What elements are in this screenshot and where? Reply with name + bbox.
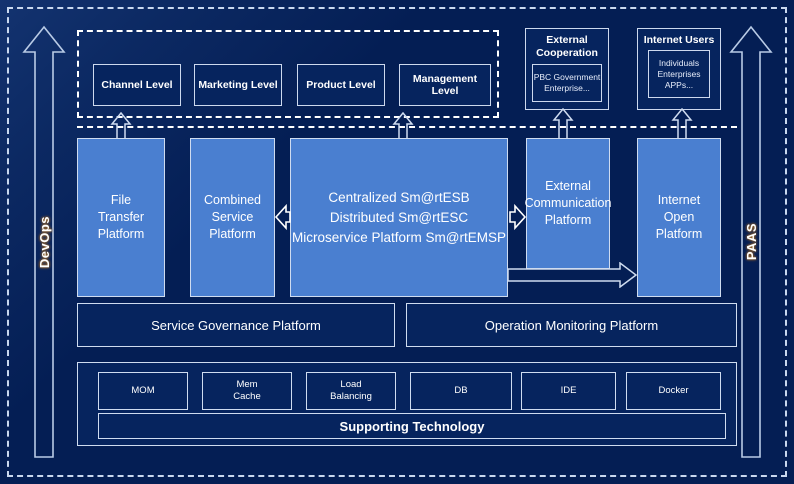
actor-title-line: External [546, 34, 588, 46]
platform-integration-esb[interactable]: Centralized Sm@rtESB Distributed Sm@rtES… [290, 138, 508, 297]
actor-detail-line: Enterprise... [544, 83, 590, 93]
platform-label-line: Platform [209, 227, 256, 241]
governance-label: Operation Monitoring Platform [484, 317, 659, 333]
platform-label-line: External [545, 179, 591, 193]
platform-label-line: Transfer [97, 210, 145, 224]
connector-arrow-up-channel [110, 112, 132, 140]
tech-label-line: Cache [233, 391, 261, 402]
tech-box-docker[interactable]: Docker [626, 372, 721, 410]
level-box-marketing[interactable]: Marketing Level [194, 64, 282, 106]
level-label: Channel Level [101, 79, 173, 91]
connector-arrow-long-right-internet-open [508, 262, 638, 288]
actor-internet-users-detail: Individuals Enterprises APPs... [648, 50, 710, 98]
tech-box-mem-cache[interactable]: Mem Cache [202, 372, 292, 410]
tech-label-line: Balancing [330, 391, 372, 402]
tech-label-line: IDE [560, 385, 577, 396]
actor-title-line: Internet Users [643, 34, 715, 46]
actor-external-cooperation-detail: PBC Government Enterprise... [532, 64, 602, 102]
actor-detail-line: PBC Government [533, 72, 601, 82]
platform-label-line: Platform [97, 227, 145, 241]
level-label: Management Level [412, 73, 478, 97]
level-box-product[interactable]: Product Level [297, 64, 385, 106]
platform-file-transfer[interactable]: File Transfer Platform [77, 138, 165, 297]
tech-label-line: Mem [236, 379, 258, 390]
platform-label-line: Combined [204, 193, 261, 207]
actor-detail-line: APPs... [664, 79, 694, 90]
tech-box-load-balancing[interactable]: Load Balancing [306, 372, 396, 410]
governance-label: Service Governance Platform [151, 317, 321, 333]
platform-internet-open[interactable]: Internet Open Platform [637, 138, 721, 297]
platform-label-line: Centralized Sm@rtESB [328, 189, 470, 205]
actor-external-cooperation[interactable]: External Cooperation PBC Government Ente… [525, 28, 609, 110]
supporting-technology-group: MOM Mem Cache Load Balancing DB ID [77, 362, 737, 446]
tech-box-ide[interactable]: IDE [521, 372, 616, 410]
level-label: Marketing Level [198, 79, 278, 91]
actor-title: External Cooperation [526, 34, 608, 60]
actor-detail-line: Individuals [658, 57, 700, 68]
business-levels-group [77, 30, 499, 118]
platform-service-governance[interactable]: Service Governance Platform [77, 303, 395, 347]
tech-box-db[interactable]: DB [410, 372, 512, 410]
platform-label-line: Service [211, 210, 254, 224]
level-label: Product Level [306, 79, 376, 91]
platform-combined-service[interactable]: Combined Service Platform [190, 138, 275, 297]
actor-title: Internet Users [638, 34, 720, 47]
paas-arrow: PAAS [729, 24, 773, 460]
connector-arrow-up-external-cooperation [552, 108, 574, 140]
actor-detail-line: Enterprises [657, 68, 701, 79]
connector-arrow-up-management [392, 112, 414, 140]
actor-title-line: Cooperation [536, 47, 598, 59]
platform-label-line: Platform [655, 227, 703, 241]
level-box-channel[interactable]: Channel Level [93, 64, 181, 106]
platform-label-line: Communication [524, 196, 612, 210]
level-box-management[interactable]: Management Level [399, 64, 491, 106]
tech-box-mom[interactable]: MOM [98, 372, 188, 410]
platform-operation-monitoring[interactable]: Operation Monitoring Platform [406, 303, 737, 347]
tech-label-line: Docker [658, 385, 689, 396]
supporting-technology-bar[interactable]: Supporting Technology [98, 413, 726, 439]
devops-arrow: DevOps [22, 24, 66, 460]
platform-label-line: Open [663, 210, 695, 224]
platform-label-line: Platform [544, 213, 592, 227]
platform-label-line: Distributed Sm@rtESC [329, 209, 469, 225]
platform-label-line: File [110, 193, 132, 207]
tech-label-line: Load [340, 379, 362, 390]
actor-internet-users[interactable]: Internet Users Individuals Enterprises A… [637, 28, 721, 110]
connector-arrow-right-external-communication [508, 201, 526, 233]
platform-external-communication[interactable]: External Communication Platform [524, 138, 612, 269]
connector-arrow-up-internet-users [671, 108, 693, 140]
platform-label-line: Microservice Platform Sm@rtEMSP [292, 229, 506, 245]
supporting-technology-label: Supporting Technology [339, 418, 485, 434]
tech-label-line: DB [454, 385, 468, 396]
tech-label-line: MOM [131, 385, 155, 396]
diagram-outer-border [7, 7, 787, 477]
connector-arrow-left-combined-service [275, 201, 291, 233]
platform-label-line: Internet [657, 193, 701, 207]
